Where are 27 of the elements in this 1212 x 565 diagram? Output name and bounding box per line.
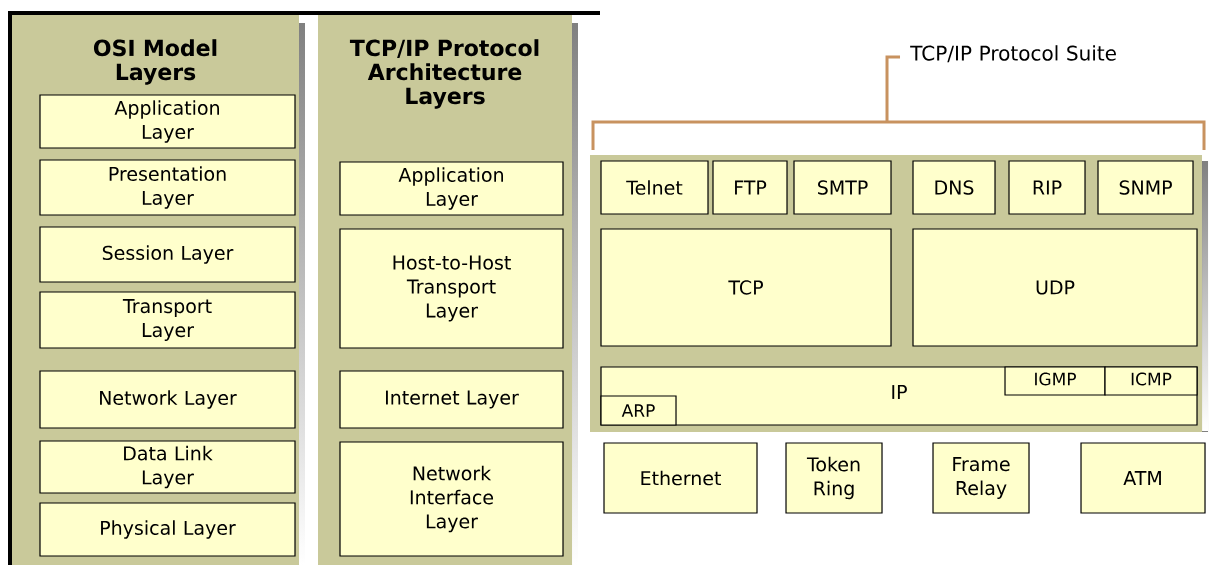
protocol-box: Frame Relay [932,442,1030,514]
protocol-box: IGMP [1004,366,1106,396]
protocol-box: SNMP [1097,160,1194,215]
node-label: TCP/IP Protocol Suite [910,45,1116,63]
protocol-box: SMTP [793,160,892,215]
layer-box: Host-to-Host Transport Layer [339,228,564,349]
protocol-box: UDP [912,228,1198,347]
layer-box: Network Interface Layer [339,441,564,557]
layer-box: Presentation Layer [39,159,296,216]
protocol-box: ICMP [1104,366,1198,396]
protocol-box: TCP [600,228,892,347]
protocol-box: Telnet [600,160,709,215]
layer-box: Application Layer [39,94,296,149]
protocol-box: RIP [1008,160,1086,215]
layer-box: Physical Layer [39,502,296,557]
protocol-box: Token Ring [785,442,883,514]
protocol-box: ARP [600,395,677,426]
layer-box: Network Layer [39,370,296,429]
layer-box: Session Layer [39,226,296,283]
layer-box: Internet Layer [339,370,564,429]
protocol-box: FTP [712,160,788,215]
protocol-box: Ethernet [603,442,758,514]
layer-box: Transport Layer [39,291,296,349]
layer-box: Data Link Layer [39,440,296,494]
protocol-box: DNS [912,160,996,215]
protocol-box: ATM [1080,442,1206,514]
layer-box: Application Layer [339,161,564,216]
